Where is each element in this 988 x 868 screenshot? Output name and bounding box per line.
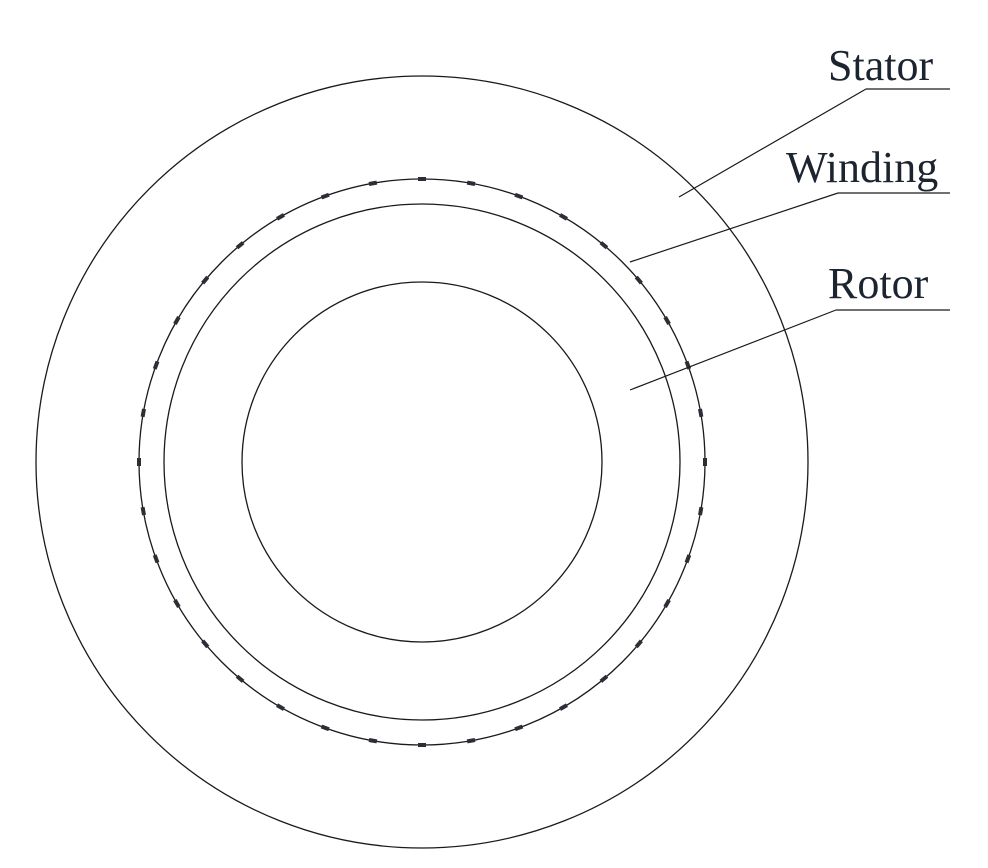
winding-slot-marks	[137, 177, 707, 747]
winding-slot-mark	[634, 639, 643, 649]
winding-slot-mark	[235, 241, 245, 250]
winding-slot-mark	[466, 180, 476, 186]
winding-slot-mark	[634, 275, 643, 285]
winding-slot-mark	[201, 275, 210, 285]
winding-slot-mark	[418, 177, 426, 181]
winding-slot-mark	[368, 738, 378, 744]
winding-slot-mark	[418, 743, 426, 747]
rotor-outer-circle	[163, 203, 681, 721]
stator-label: Stator	[828, 41, 933, 90]
winding-slot-mark	[466, 738, 476, 744]
winding-slot-mark	[235, 674, 245, 683]
stator-leader-line	[678, 88, 867, 198]
winding-slot-mark	[698, 506, 704, 516]
winding-slot-mark	[276, 213, 285, 221]
winding-slot-mark	[703, 458, 707, 466]
winding-slot-mark	[514, 192, 524, 200]
winding-slot-mark	[320, 192, 330, 200]
winding-slot-mark	[599, 241, 609, 250]
stator-outer-circle	[35, 75, 809, 849]
winding-slot-mark	[698, 408, 704, 418]
winding-slot-mark	[152, 360, 160, 370]
winding-slot-mark	[559, 703, 568, 711]
rotor-inner-circle	[241, 281, 603, 643]
winding-slot-mark	[276, 703, 285, 711]
rotor-label: Rotor	[828, 259, 929, 308]
winding-slot-mark	[514, 724, 524, 732]
winding-leader-line	[629, 192, 839, 263]
winding-slot-mark	[152, 554, 160, 564]
winding-slot-mark	[368, 180, 378, 186]
winding-label: Winding	[786, 143, 938, 192]
winding-slot-mark	[201, 639, 210, 649]
winding-slot-mark	[599, 674, 609, 683]
winding-slot-mark	[140, 408, 146, 418]
winding-slot-mark	[320, 724, 330, 732]
winding-slot-mark	[173, 599, 181, 608]
winding-slot-mark	[173, 316, 181, 325]
winding-slot-mark	[684, 554, 692, 564]
rotor-leader-line	[629, 309, 837, 391]
winding-circle	[138, 178, 706, 746]
winding-slot-mark	[663, 316, 671, 325]
winding-slot-mark	[137, 458, 141, 466]
winding-slot-mark	[559, 213, 568, 221]
winding-slot-mark	[663, 599, 671, 608]
winding-slot-mark	[140, 506, 146, 516]
